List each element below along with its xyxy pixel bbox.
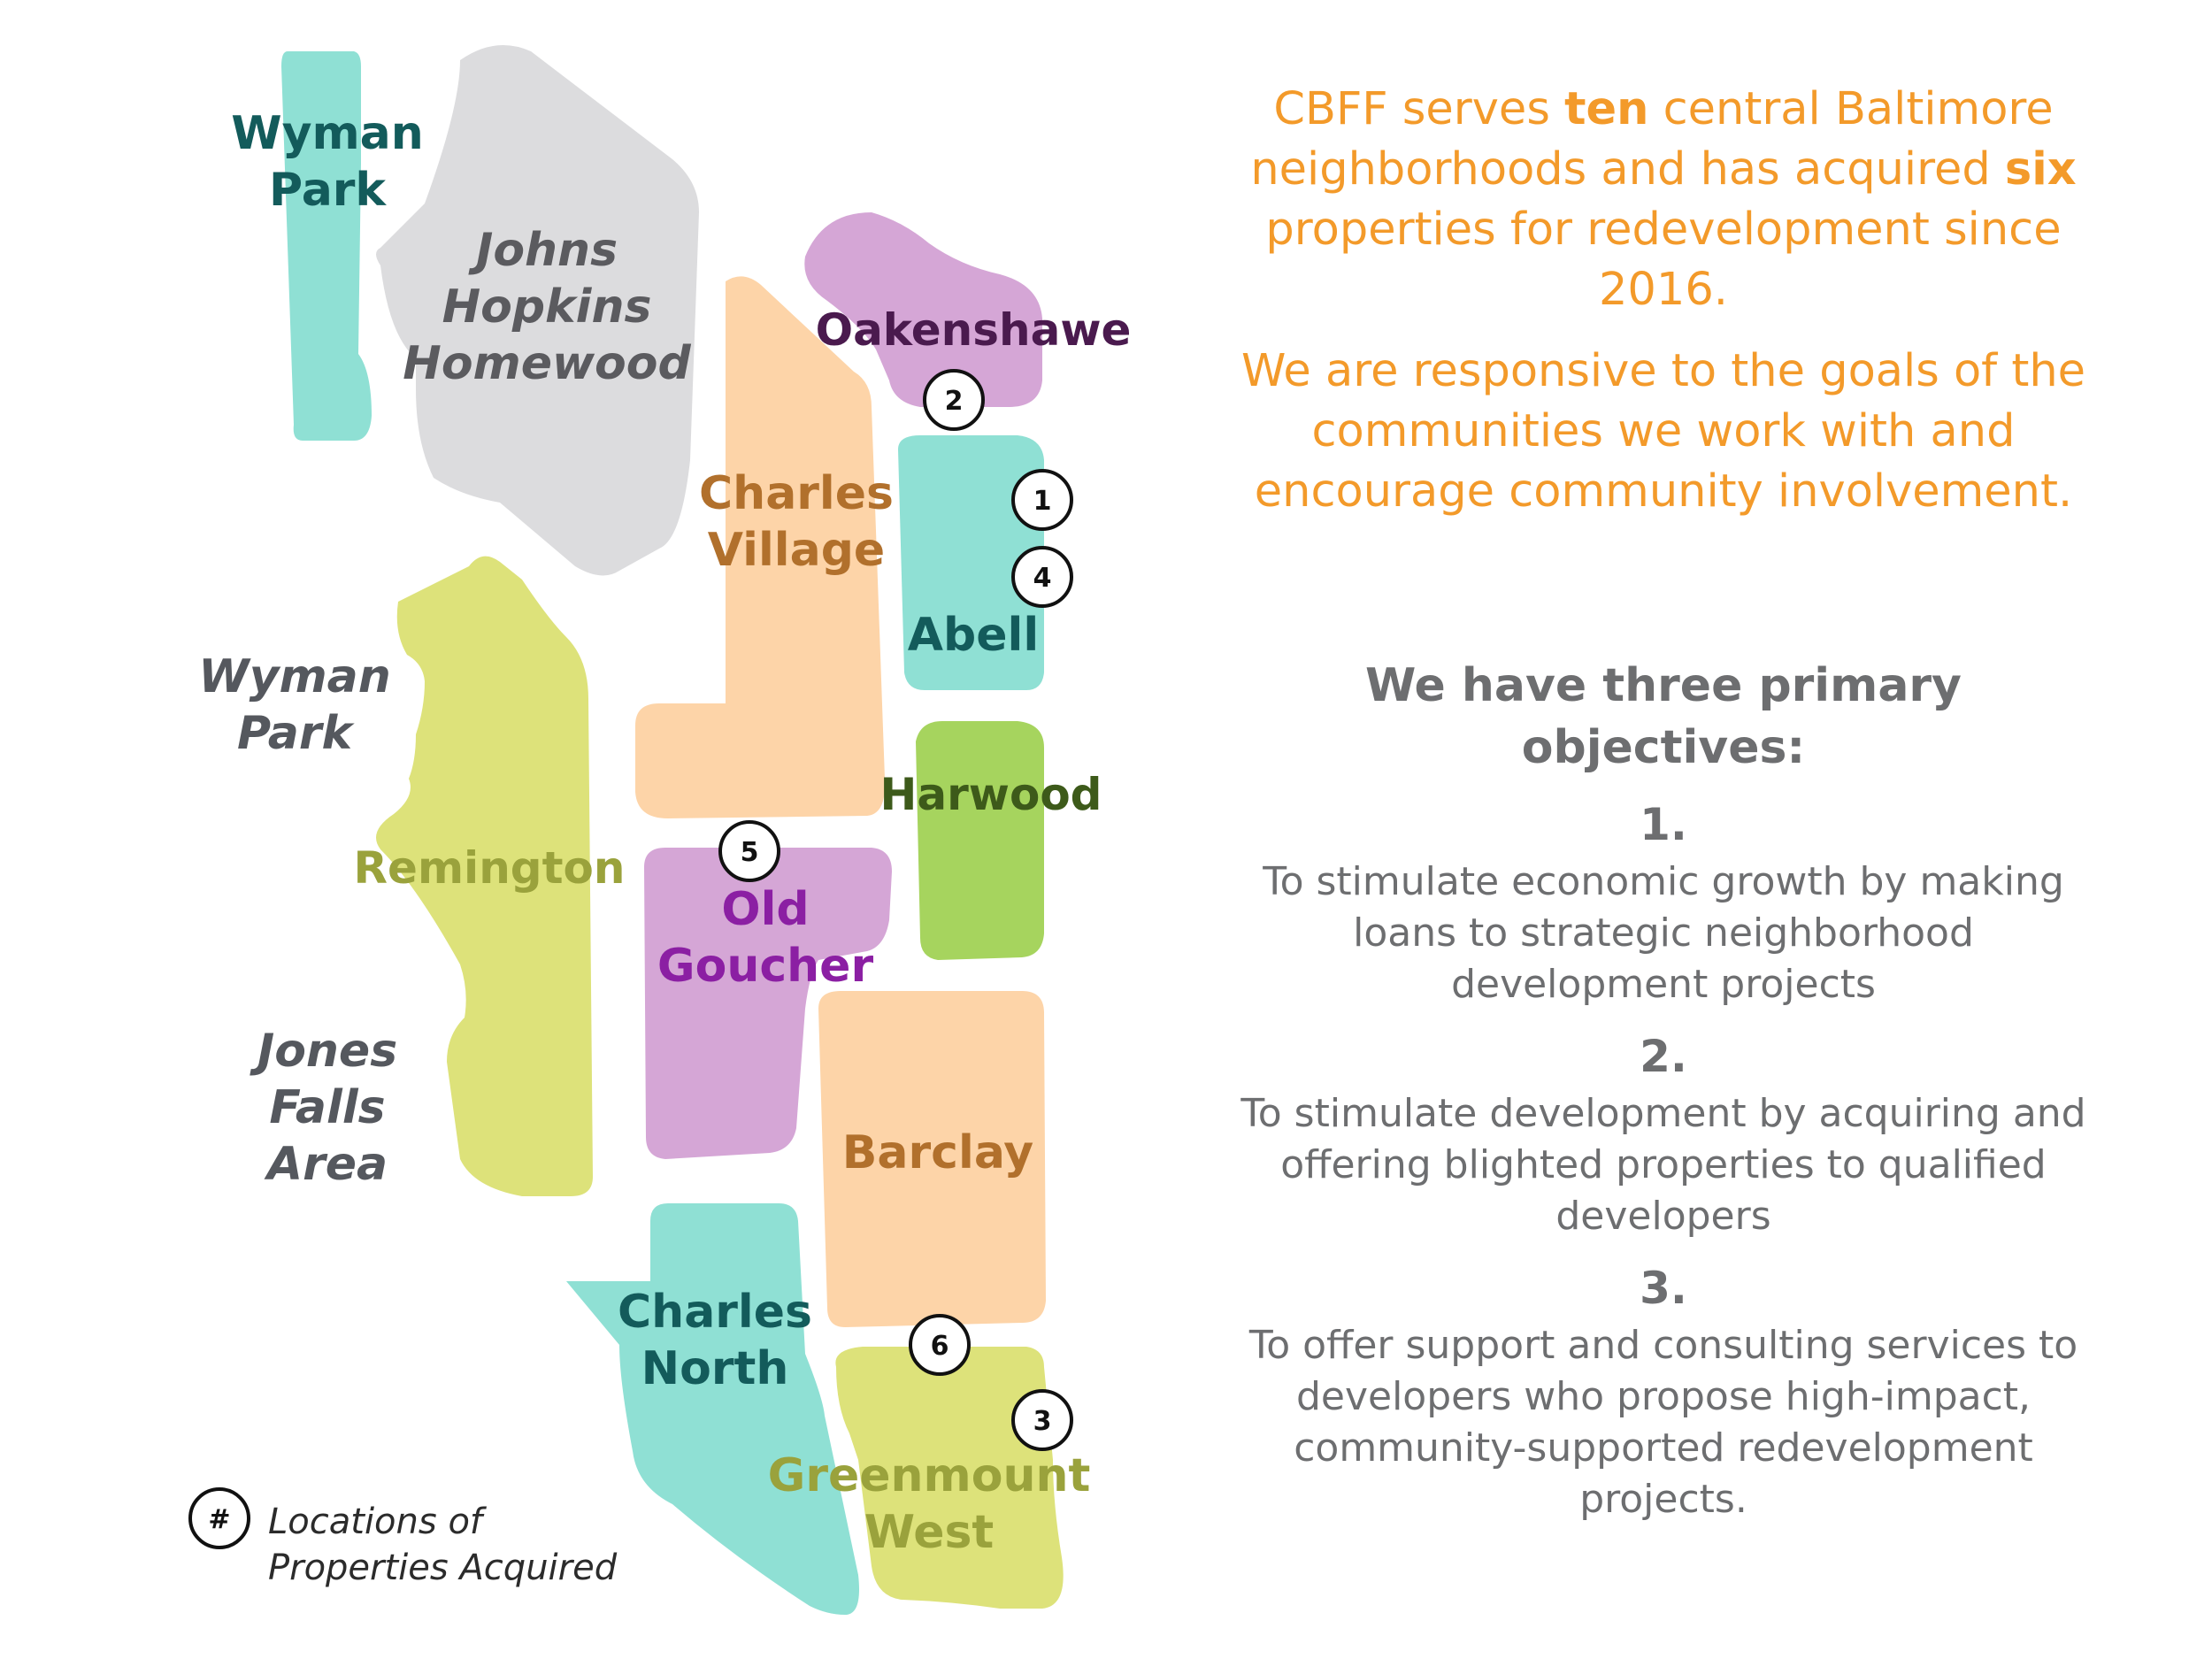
- svg-text:1: 1: [1033, 486, 1052, 517]
- marker-1: 1: [1011, 469, 1073, 531]
- objective-text: To stimulate development by acquiring an…: [1240, 1091, 2086, 1239]
- intro-highlight-six: six: [2004, 143, 2077, 196]
- shape-barclay: [818, 991, 1046, 1327]
- objective-number: 1.: [1640, 799, 1687, 850]
- intro-highlight-ten: ten: [1564, 83, 1649, 135]
- intro-paragraph: CBFF serves ten central Baltimore neighb…: [1239, 80, 2088, 320]
- objective-text: To stimulate economic growth by making l…: [1263, 859, 2064, 1007]
- objective-3: 3. To offer support and consulting servi…: [1239, 1256, 2088, 1525]
- shape-charles-village: [635, 276, 886, 818]
- legend-line-2: Properties Acquired: [268, 1548, 618, 1588]
- shape-oakenshawe: [804, 212, 1042, 407]
- svg-text:3: 3: [1033, 1406, 1052, 1437]
- intro-text-2: central Baltimore neighborhoods and has …: [1250, 83, 2054, 196]
- shape-johns-hopkins-homewood: [376, 44, 699, 576]
- marker-2: 2: [923, 369, 985, 431]
- responsive-paragraph: We are responsive to the goals of the co…: [1240, 345, 2086, 518]
- objective-text: To offer support and consulting services…: [1248, 1323, 2078, 1522]
- info-panel: CBFF serves ten central Baltimore neighb…: [1239, 80, 2088, 1525]
- shape-abell: [898, 435, 1044, 690]
- objective-1: 1. To stimulate economic growth by makin…: [1239, 793, 2088, 1010]
- label-harwood: Harwood: [880, 769, 1102, 820]
- objective-2: 2. To stimulate development by acquiring…: [1239, 1025, 2088, 1242]
- objective-number: 2.: [1640, 1031, 1687, 1082]
- shape-remington: [376, 556, 593, 1196]
- label-barclay: Barclay: [842, 1126, 1033, 1179]
- map-legend: # Locations of Properties Acquired: [188, 1487, 618, 1588]
- svg-text:4: 4: [1033, 563, 1052, 594]
- svg-text:6: 6: [931, 1331, 949, 1362]
- label-oakenshawe: Oakenshawe: [816, 304, 1132, 356]
- marker-5: 5: [718, 820, 780, 882]
- legend-line-1: Locations of: [268, 1502, 488, 1542]
- legend-symbol: #: [208, 1504, 230, 1535]
- objectives-heading: We have three primary objectives:: [1365, 659, 1962, 774]
- legend-marker-icon: [188, 1487, 250, 1549]
- marker-6: 6: [909, 1314, 971, 1376]
- shape-old-goucher: [644, 848, 892, 1159]
- label-abell: Abell: [908, 609, 1039, 662]
- intro-text-1: CBFF serves: [1273, 83, 1565, 135]
- marker-3: 3: [1011, 1389, 1073, 1451]
- label-remington: Remington: [354, 842, 626, 894]
- svg-text:2: 2: [945, 386, 964, 417]
- shape-charles-north: [566, 1203, 859, 1615]
- objective-number: 3.: [1640, 1263, 1687, 1314]
- shape-harwood: [916, 721, 1044, 960]
- svg-text:5: 5: [741, 837, 759, 868]
- intro-text-3: properties for redevelopment since 2016.: [1265, 204, 2062, 316]
- shape-greenmount-west: [835, 1347, 1064, 1609]
- shape-wyman-park-north: [281, 51, 372, 441]
- marker-4: 4: [1011, 546, 1073, 608]
